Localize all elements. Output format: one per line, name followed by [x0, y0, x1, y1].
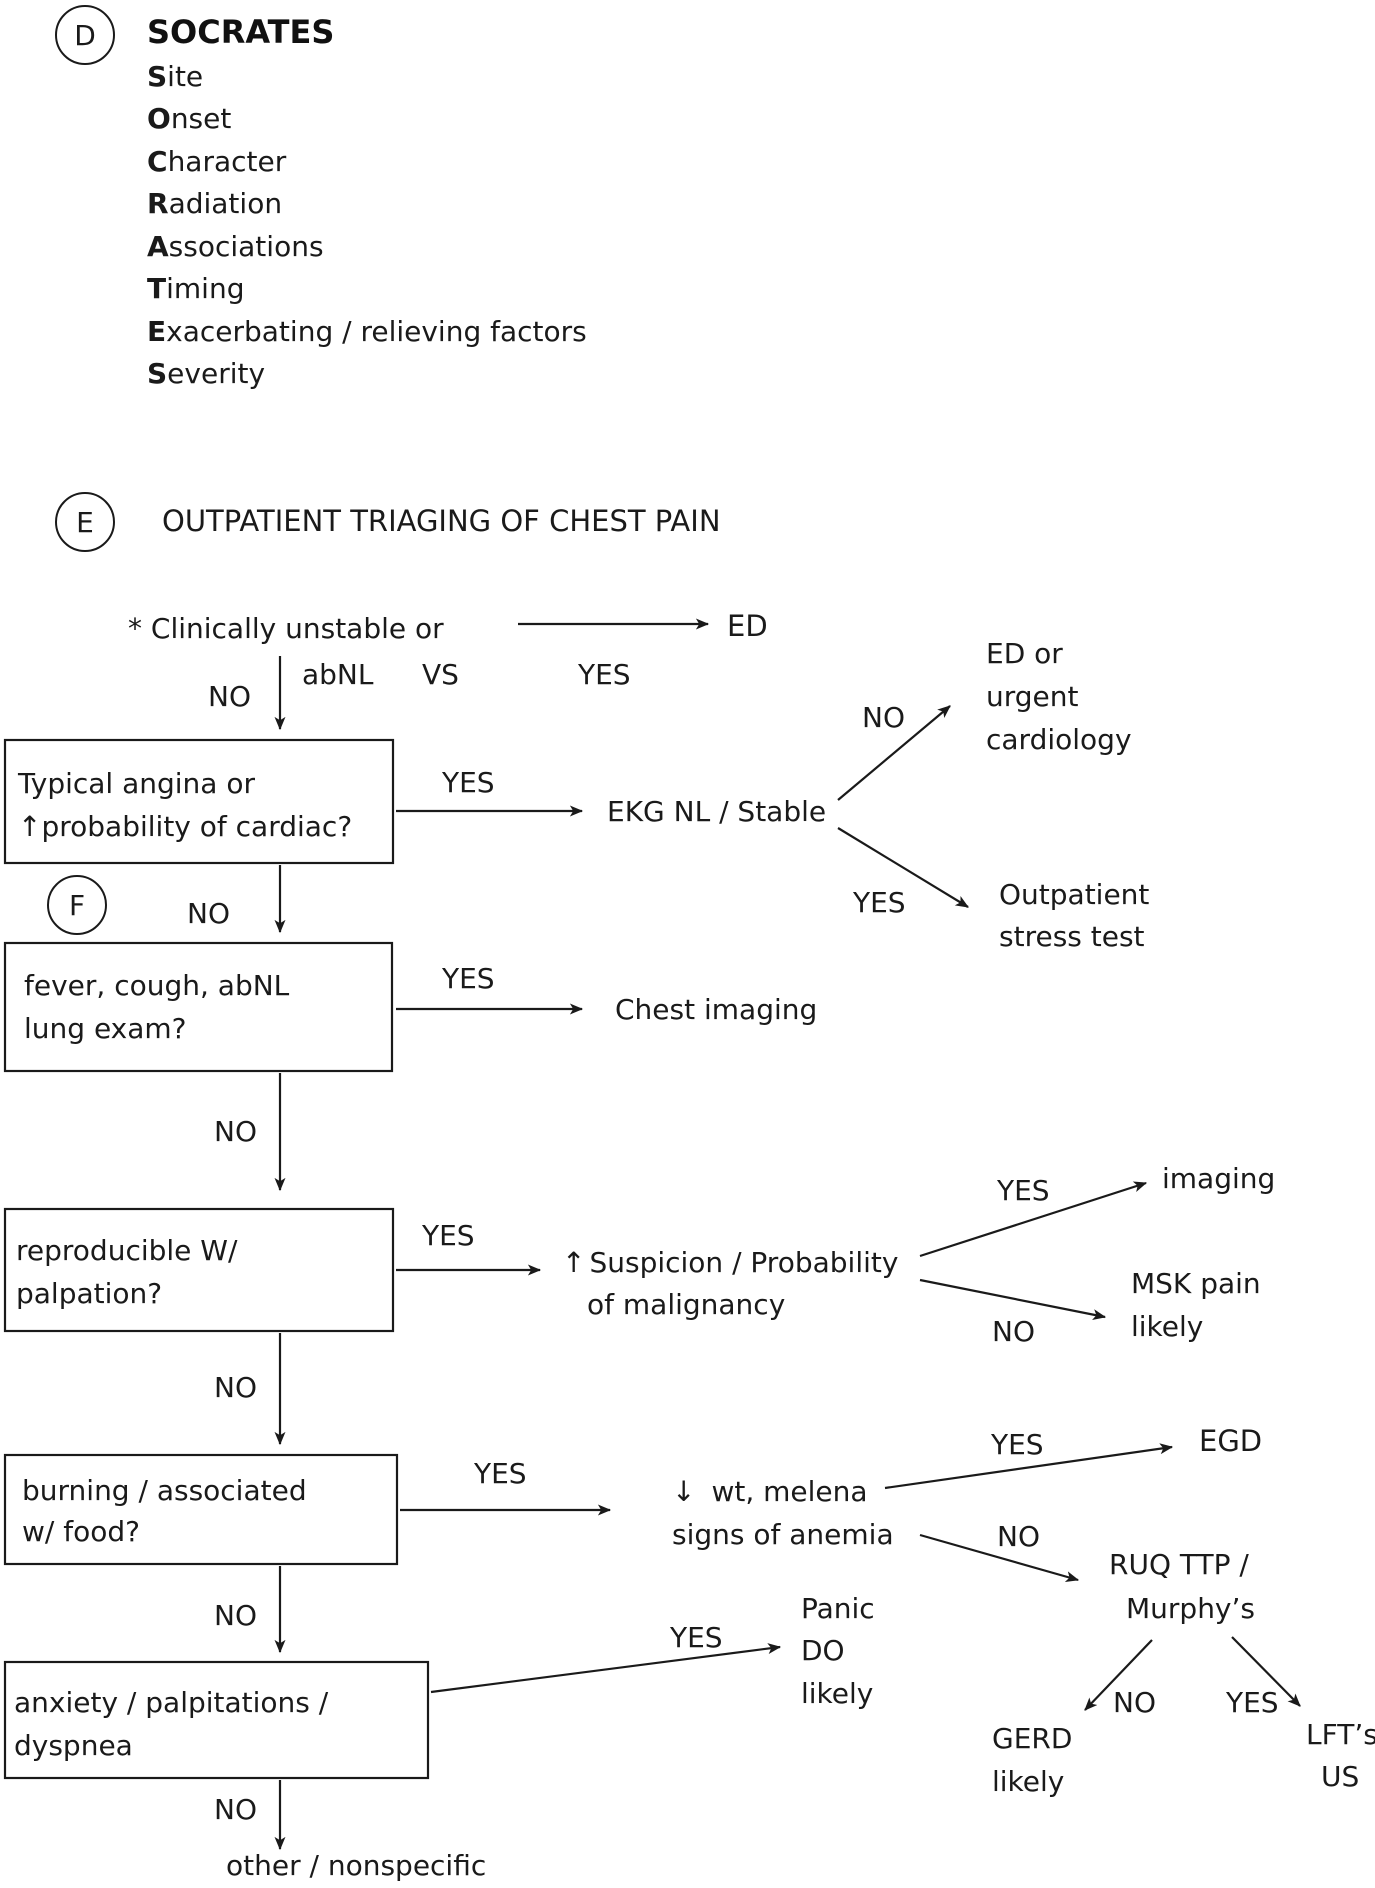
section-e-marker: E: [76, 506, 94, 539]
socrates-item: Site: [147, 60, 203, 93]
panic-node-line3: likely: [801, 1677, 873, 1710]
egd-node: EGD: [1199, 1424, 1262, 1458]
arrow-malignancy-no: [919, 1278, 1107, 1321]
section-e-title: OUTPATIENT TRIAGING OF CHEST PAIN: [162, 504, 721, 538]
gerd-node-line1: GERD: [992, 1722, 1072, 1755]
q5-yes-label: YES: [669, 1621, 723, 1654]
msk-node-line1: MSK pain: [1131, 1267, 1261, 1300]
q1-no-label: NO: [187, 897, 230, 930]
lft-node-line2: US: [1321, 1760, 1359, 1793]
q1-box: [3, 738, 395, 865]
ed-urgent-node-line1: ED or: [986, 637, 1063, 670]
ruq-node-line2: Murphy’s: [1126, 1592, 1255, 1625]
q3-box: [3, 1207, 395, 1333]
q5-box: [3, 1660, 430, 1780]
lft-node-line1: LFT’s: [1306, 1718, 1375, 1751]
q2-yes-label: YES: [441, 962, 495, 995]
q1-yes-label: YES: [441, 766, 495, 799]
weight-loss-no-label: NO: [997, 1520, 1040, 1553]
msk-node-line2: likely: [1131, 1310, 1203, 1343]
weight-loss-node-line2: signs of anemia: [672, 1518, 894, 1551]
weight-loss-yes-label: YES: [990, 1428, 1044, 1461]
q1-line2: ↑probability of cardiac?: [18, 810, 352, 843]
arrow-weight-loss-no: [919, 1533, 1080, 1582]
ed-node: ED: [727, 609, 768, 643]
q5-no-label: NO: [214, 1793, 257, 1826]
q3-line2: palpation?: [16, 1277, 162, 1310]
stress-test-node-line1: Outpatient: [999, 878, 1149, 911]
section-d-marker-circle: [55, 5, 115, 65]
q4-box: [3, 1453, 399, 1566]
section-d: D SOCRATES Site Onset Character Radiatio…: [55, 5, 587, 390]
q4-yes-label: YES: [473, 1457, 527, 1490]
start-no-label: NO: [208, 680, 251, 713]
socrates-item: Severity: [147, 357, 265, 390]
start-yes-label: YES: [577, 658, 631, 691]
q5-line2: dyspnea: [14, 1729, 133, 1762]
ed-urgent-node-line2: urgent: [986, 680, 1079, 713]
socrates-list: Site Onset Character Radiation Associati…: [147, 60, 587, 390]
socrates-item: Associations: [147, 230, 324, 263]
ruq-node-line1: RUQ TTP /: [1109, 1548, 1249, 1581]
chest-imaging-node: Chest imaging: [615, 993, 817, 1026]
q2-line1: fever, cough, abNL: [24, 969, 290, 1002]
q4-line1: burning / associated: [22, 1474, 307, 1507]
ruq-yes-label: YES: [1225, 1686, 1279, 1719]
section-f-marker-circle: [47, 875, 107, 935]
socrates-item: Timing: [147, 272, 244, 305]
q2-box: [3, 941, 394, 1073]
section-f-marker: F: [69, 889, 85, 922]
nonspecific-node: other / nonspecific: [226, 1849, 486, 1882]
stress-test-node-line2: stress test: [999, 920, 1145, 953]
arrow-malignancy-yes: [919, 1181, 1148, 1258]
malignancy-yes-label: YES: [996, 1174, 1050, 1207]
q3-no-label: NO: [214, 1371, 257, 1404]
q1-line1: Typical angina or: [17, 767, 255, 800]
panic-node-line1: Panic: [801, 1592, 875, 1625]
gerd-node-line2: likely: [992, 1765, 1064, 1798]
imaging-node: imaging: [1162, 1162, 1275, 1195]
start-node-line1: * Clinically unstable or: [128, 612, 444, 645]
section-e-marker-circle: [55, 492, 115, 552]
q5-line1: anxiety / palpitations /: [14, 1686, 329, 1719]
ekg-no-label: NO: [862, 701, 905, 734]
arrow-q5-yes: [430, 1643, 782, 1694]
socrates-item: Exacerbating / relieving factors: [147, 315, 587, 348]
arrow-ekg-no: [837, 705, 951, 801]
ekg-yes-label: YES: [852, 886, 906, 919]
malignancy-no-label: NO: [992, 1315, 1035, 1348]
socrates-item: Onset: [147, 102, 231, 135]
socrates-title: SOCRATES: [147, 13, 334, 51]
start-node-vs: VS: [422, 658, 459, 691]
ekg-node: EKG NL / Stable: [607, 795, 826, 828]
q3-yes-label: YES: [421, 1219, 475, 1252]
ruq-no-label: NO: [1113, 1686, 1156, 1719]
socrates-item: Character: [147, 145, 287, 178]
q2-no-label: NO: [214, 1115, 257, 1148]
q3-line1: reproducible W/: [16, 1234, 238, 1267]
arrow-ruq-no: [1084, 1639, 1153, 1711]
q2-line2: lung exam?: [24, 1012, 187, 1045]
flowchart: * Clinically unstable or abNL VS YES ED …: [3, 609, 1375, 1882]
malignancy-node-line2: of malignancy: [587, 1288, 785, 1321]
arrow-weight-loss-yes: [884, 1443, 1174, 1490]
socrates-item: Radiation: [147, 187, 282, 220]
panic-node-line2: DO: [801, 1634, 845, 1667]
start-node-line2: abNL: [302, 658, 374, 691]
malignancy-node-line1: ↑Suspicion / Probability: [562, 1246, 898, 1279]
ed-urgent-node-line3: cardiology: [986, 723, 1132, 756]
q4-line2: w/ food?: [22, 1515, 140, 1548]
arrow-ekg-yes: [837, 827, 969, 908]
q4-no-label: NO: [214, 1599, 257, 1632]
section-e: E OUTPATIENT TRIAGING OF CHEST PAIN: [55, 492, 721, 552]
weight-loss-node-line1: ↓wt, melena: [672, 1475, 868, 1508]
section-d-marker: D: [74, 19, 96, 52]
arrow-ruq-yes: [1231, 1636, 1301, 1707]
